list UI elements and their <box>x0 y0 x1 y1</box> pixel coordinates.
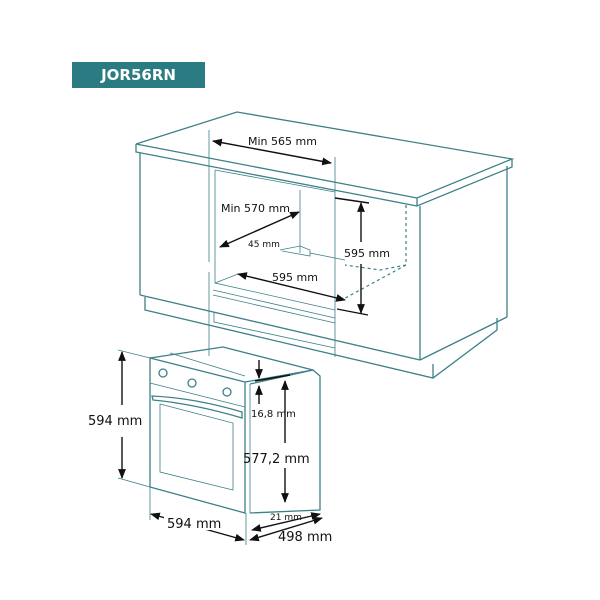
countertop-top <box>135 111 515 199</box>
knob-icon <box>187 378 197 388</box>
width-min-label: Min 565 mm <box>248 135 317 148</box>
door-handle <box>151 395 243 419</box>
oven-width-label: 594 mm <box>167 517 221 532</box>
vent-gap-label: 45 mm <box>248 240 280 250</box>
oven <box>149 346 321 514</box>
opening-depth-arrow <box>237 272 346 302</box>
width-min-arrow <box>212 138 332 166</box>
oven-height-label: 594 mm <box>88 414 142 429</box>
top-offset-label: 16,8 mm <box>251 409 296 420</box>
door-window <box>159 403 234 491</box>
depth-min-label: Min 570 mm <box>221 202 290 215</box>
kitchen-cabinet <box>135 111 515 379</box>
oven-depth-label: 498 mm <box>278 530 332 545</box>
knob-icon <box>222 387 232 397</box>
opening-height-label: 595 mm <box>344 247 390 260</box>
knob-icon <box>158 368 168 378</box>
door-thickness-label: 21 mm <box>270 513 302 523</box>
body-height-label: 577,2 mm <box>243 452 310 467</box>
oven-front <box>149 357 246 514</box>
model-label: JOR56RN <box>72 62 205 88</box>
opening-depth-label: 595 mm <box>272 271 318 284</box>
depth-min-arrow <box>219 211 300 248</box>
